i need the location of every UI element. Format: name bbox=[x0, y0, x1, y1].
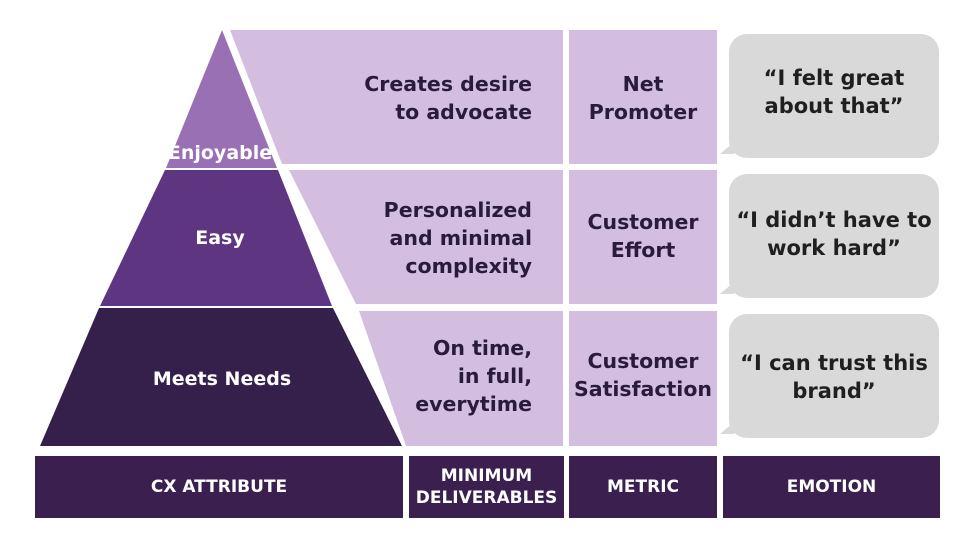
row2-emotion-text: “I didn’t have to work hard” bbox=[736, 208, 932, 260]
row1-metric-text: Net Promoter bbox=[588, 72, 698, 124]
pyramid-label-enjoyable: Enjoyable bbox=[167, 142, 273, 164]
pyramid-level-meets-needs bbox=[40, 308, 402, 446]
row1-emotion-text: “I felt great about that” bbox=[763, 66, 905, 118]
row3-emotion-bubble: “I can trust this brand” bbox=[720, 314, 939, 438]
footer-emotion: EMOTION bbox=[723, 456, 940, 518]
row2-emotion-bubble: “I didn’t have to work hard” bbox=[720, 174, 939, 298]
row1-emotion-bubble: “I felt great about that” bbox=[720, 34, 939, 158]
row3-metric-text: Customer Satisfaction bbox=[573, 349, 713, 401]
footer-metric: METRIC bbox=[569, 456, 717, 518]
row2-metric-cell bbox=[569, 170, 717, 304]
row1-metric-cell bbox=[569, 30, 717, 164]
pyramid-level-enjoyable bbox=[166, 30, 277, 168]
row3-metric-cell bbox=[569, 311, 717, 446]
footer-minimum-deliverables: MINIMUM DELIVERABLES bbox=[409, 456, 564, 518]
pyramid-level-easy bbox=[100, 170, 332, 306]
row3-deliverable-text: On time, in full, everytime bbox=[415, 336, 532, 416]
pyramid-label-meets-needs: Meets Needs bbox=[152, 368, 292, 390]
row1-deliverable-text: Creates desire to advocate bbox=[364, 72, 532, 124]
row2-deliverable-text: Personalized and minimal complexity bbox=[383, 198, 532, 278]
footer-cx-attribute: CX ATTRIBUTE bbox=[35, 456, 403, 518]
row2-metric-text: Customer Effort bbox=[587, 210, 699, 262]
pyramid-label-easy: Easy bbox=[195, 227, 245, 249]
row3-emotion-text: “I can trust this brand” bbox=[740, 351, 928, 403]
